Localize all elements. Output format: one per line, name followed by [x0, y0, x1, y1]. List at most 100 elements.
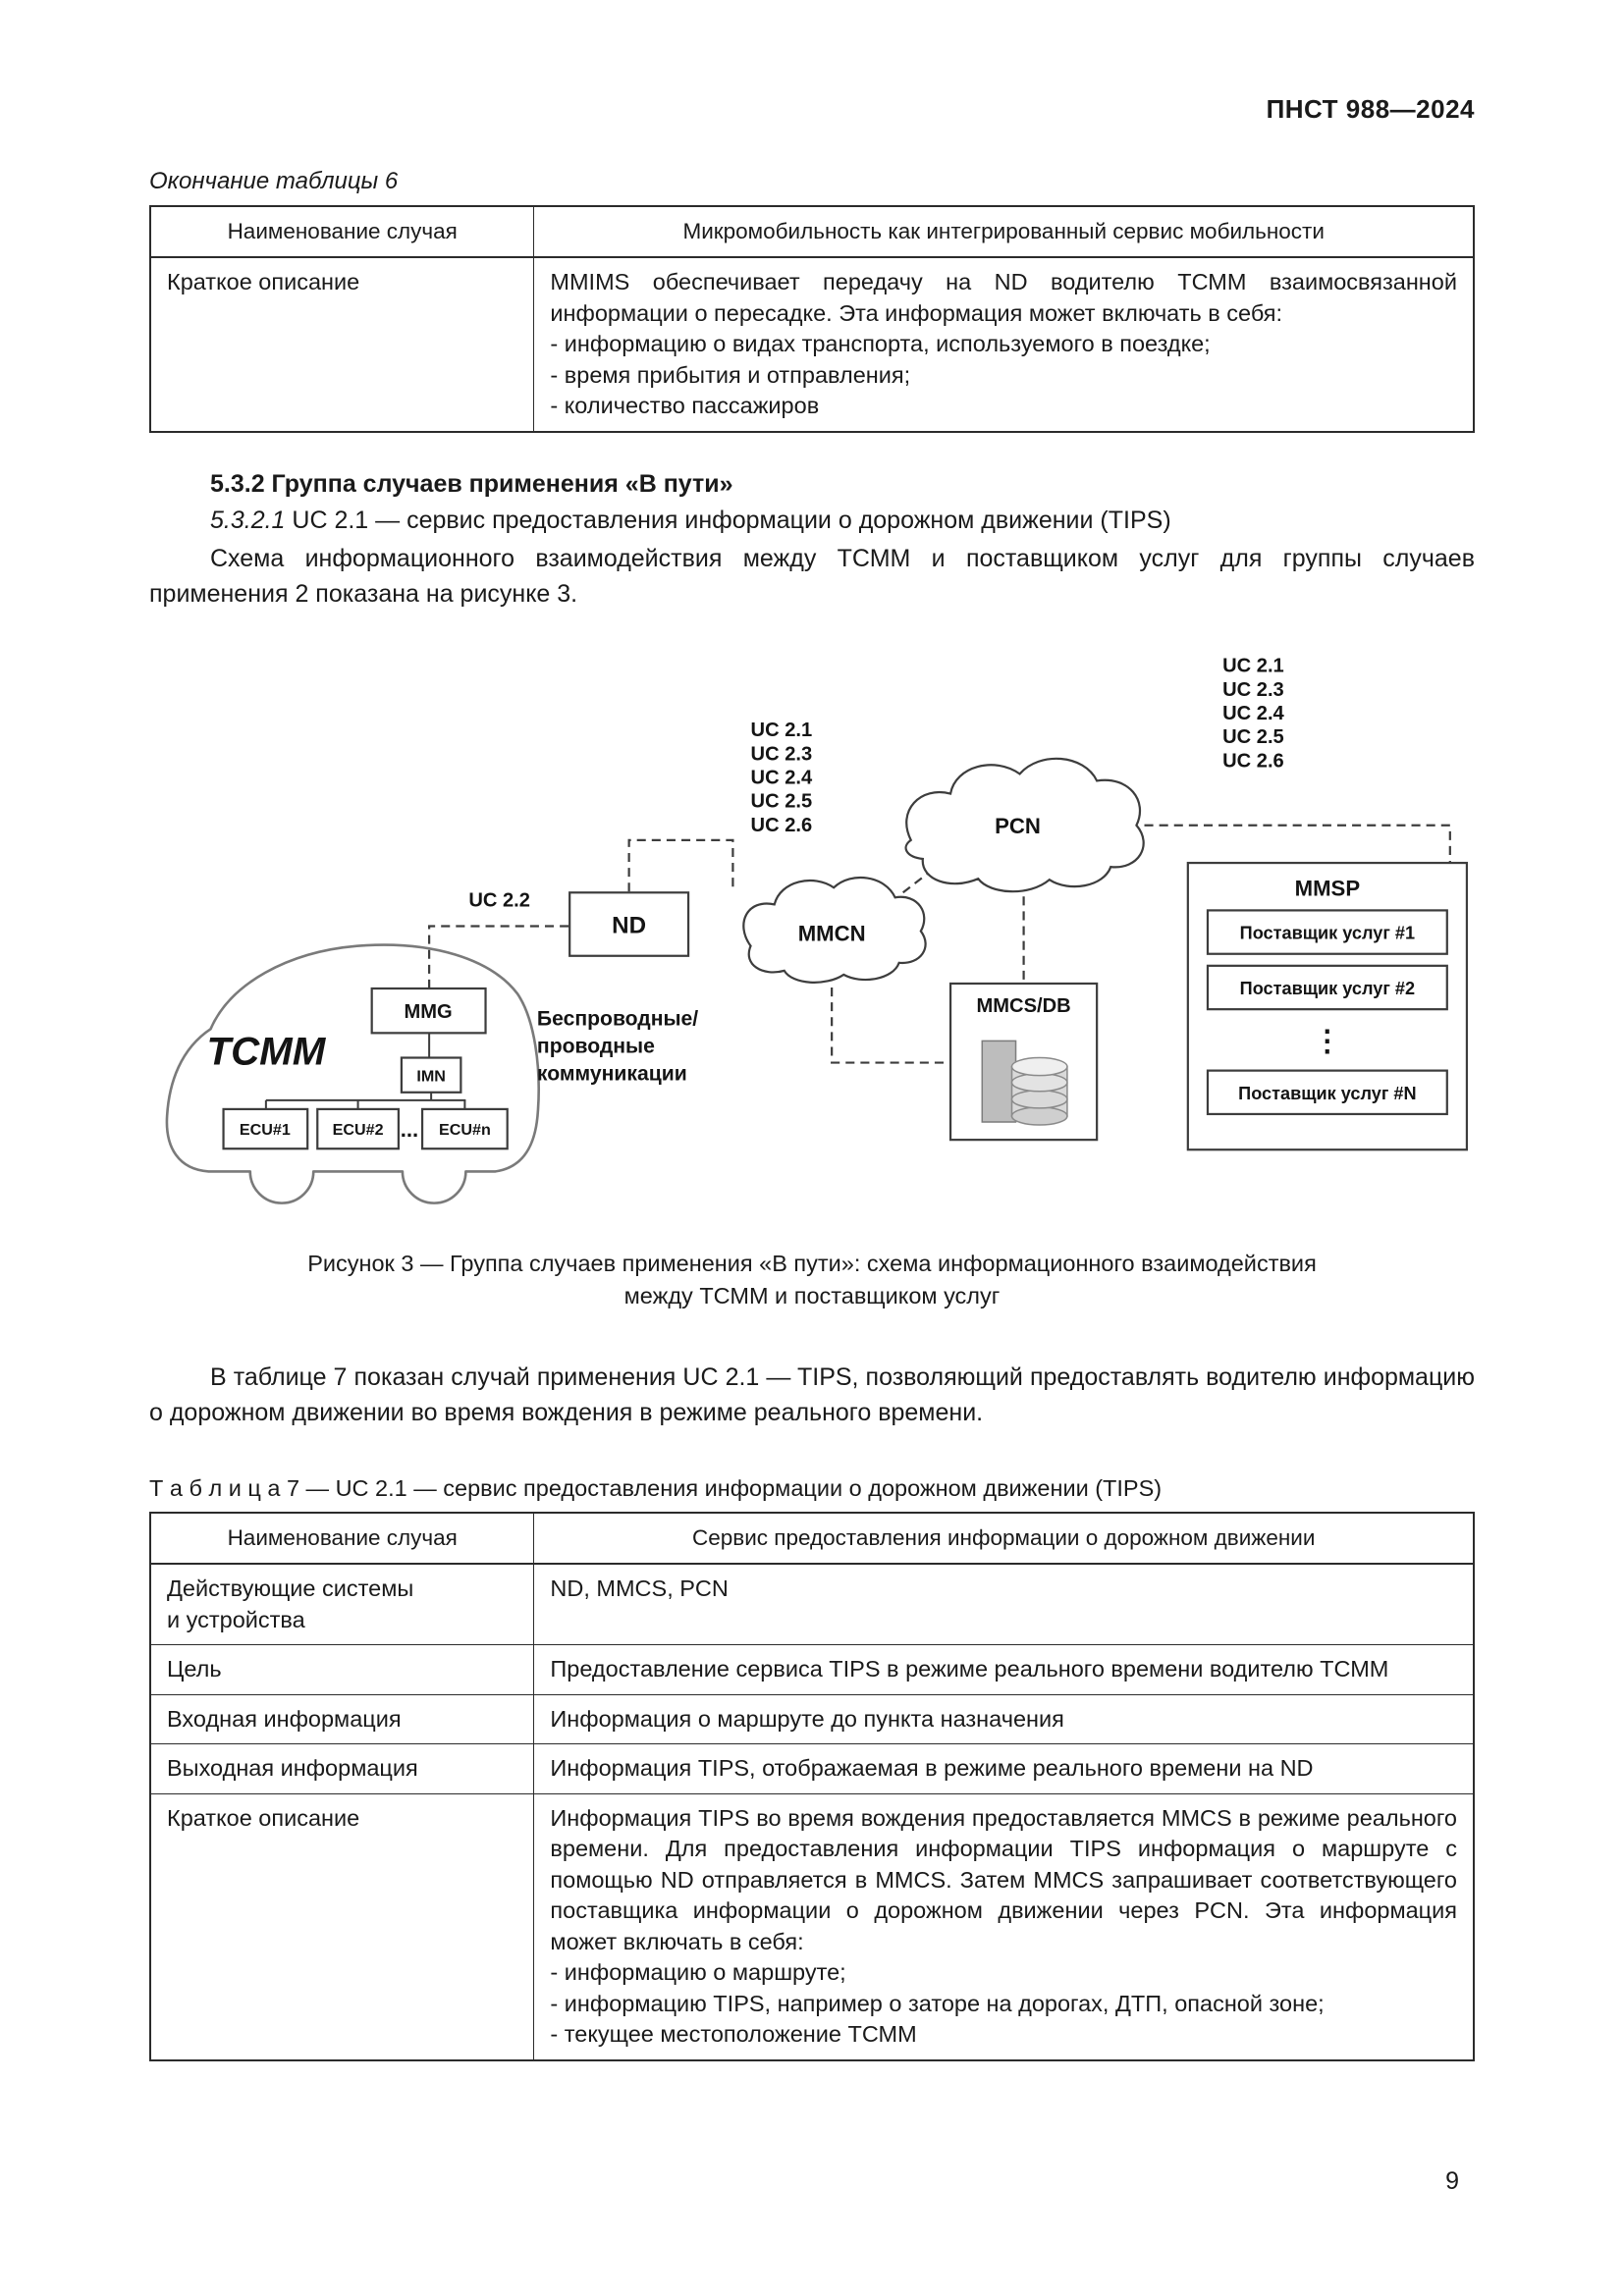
uc-label: UC 2.3 [1222, 678, 1284, 700]
table6: Наименование случая Микромобильность как… [149, 205, 1475, 433]
table7-title: Т а б л и ц а 7 — UC 2.1 — сервис предос… [149, 1475, 1163, 1502]
table7-row1-label: Действующие системы и устройства [149, 1563, 535, 1646]
mmg-label: MMG [405, 1001, 453, 1023]
database-icon [981, 1040, 1068, 1126]
table7-header-row: Наименование случая Сервис предоставлени… [149, 1512, 1475, 1566]
uc22-label: UC 2.2 [468, 889, 530, 911]
providerN-label: Поставщик услуг #N [1238, 1083, 1416, 1102]
ecu-ellipsis: ... [401, 1117, 418, 1142]
table7: Наименование случая Сервис предоставлени… [149, 1512, 1475, 2061]
providerN-box [1206, 1069, 1448, 1115]
uc-stack-mid: UC 2.1 UC 2.3 UC 2.4 UC 2.5 UC 2.6 [751, 720, 813, 836]
car-outline [165, 942, 540, 1204]
comms-note: Беспроводные/ проводные коммуникации [537, 1007, 698, 1085]
figure-caption: Рисунок 3 — Группа случаев применения «В… [149, 1248, 1475, 1313]
table7-col1-header: Наименование случая [149, 1512, 535, 1566]
uc-label: UC 2.5 [751, 790, 813, 812]
mmg-node: MMG [370, 987, 487, 1035]
ecun-label: ECU#n [439, 1121, 491, 1139]
paragraph-figure-intro: Схема информационного взаимодействия меж… [149, 544, 1475, 608]
table7-row1-text: ND, MMCS, PCN [533, 1563, 1475, 1646]
table7-row3-label: Входная информация [149, 1693, 535, 1745]
in-vehicle-links [264, 1032, 466, 1109]
provider2-label: Поставщик услуг #2 [1240, 979, 1415, 998]
provider2-box [1206, 964, 1448, 1010]
table6-header-row: Наименование случая Микромобильность как… [149, 205, 1475, 259]
db-disc [1010, 1056, 1068, 1076]
pcn-cloud [904, 757, 1145, 892]
link-nd-mmcn [627, 838, 734, 891]
nd-label: ND [612, 912, 646, 938]
table7-col2-header: Сервис предоставления информации о дорож… [533, 1512, 1475, 1566]
subclause-text: UC 2.1 — сервис предоставления информаци… [285, 506, 1171, 534]
imn-label: IMN [416, 1067, 446, 1085]
ecun-box [420, 1107, 509, 1149]
uc-label: UC 2.1 [1222, 655, 1284, 676]
table7-row2-text: Предоставление сервиса TIPS в режиме реа… [533, 1644, 1475, 1695]
link-mmcn-mmcsdb [831, 987, 950, 1064]
comms-note-line3: коммуникации [537, 1062, 687, 1085]
link-mmg-nd [428, 924, 569, 988]
uc-label: UC 2.3 [751, 743, 813, 765]
uc-label: UC 2.4 [751, 767, 813, 788]
uc-label: UC 2.4 [1222, 703, 1284, 724]
subclause-number: 5.3.2.1 [210, 506, 286, 534]
document-code-header: ПНСТ 988—2024 [1266, 94, 1475, 124]
mmcn-cloud [742, 876, 927, 984]
figure-3: UC 2.1 UC 2.3 UC 2.4 UC 2.5 UC 2.6 UC 2.… [149, 637, 1475, 1206]
table6-continuation-label: Окончание таблицы 6 [149, 168, 399, 194]
link-pcn-mmsp [1144, 824, 1451, 862]
table6-col1-header: Наименование случая [149, 205, 535, 259]
table7-row5-label: Краткое описание [149, 1792, 535, 2061]
table7-row3-text: Информация о маршруте до пункта назначен… [533, 1693, 1475, 1745]
mmg-box [370, 987, 487, 1035]
db-disc [1010, 1089, 1068, 1109]
section-heading-5-3-2: 5.3.2 Группа случаев применения «В пути» [210, 469, 733, 498]
page-number: 9 [1445, 2167, 1459, 2195]
mmsp-node: MMSP Поставщик услуг #1 Поставщик услуг … [1186, 861, 1469, 1150]
uc-label: UC 2.1 [751, 720, 813, 741]
nd-node: ND [568, 890, 690, 957]
ecu1-label: ECU#1 [240, 1121, 291, 1139]
comms-note-line1: Беспроводные/ [537, 1007, 698, 1030]
uc-label: UC 2.6 [751, 814, 813, 835]
table-row: Входная информация Информация о маршруте… [149, 1693, 1475, 1745]
paragraph-table-intro: В таблице 7 показан случай применения UC… [149, 1363, 1475, 1427]
nd-box [568, 890, 690, 957]
uc-label: UC 2.6 [1222, 750, 1284, 772]
table7-row5-text: Информация TIPS во время вождения предос… [533, 1792, 1475, 2061]
ecu2-box [316, 1107, 400, 1149]
figure-3-diagram: UC 2.1 UC 2.3 UC 2.4 UC 2.5 UC 2.6 UC 2.… [165, 655, 1469, 1204]
table-row: Краткое описание MMIMS обеспечивает пере… [149, 256, 1475, 433]
uc-stack-right: UC 2.1 UC 2.3 UC 2.4 UC 2.5 UC 2.6 [1222, 655, 1284, 772]
table6-col2-header: Микромобильность как интегрированный сер… [533, 205, 1475, 259]
page-content: ПНСТ 988—2024 Окончание таблицы 6 Наимен… [149, 0, 1475, 2061]
table7-row4-text: Информация TIPS, отображаемая в режиме р… [533, 1743, 1475, 1794]
ecu2-label: ECU#2 [333, 1121, 384, 1139]
pcn-label: PCN [995, 813, 1041, 837]
figure-caption-line2: между ТСММ и поставщиком услуг [623, 1282, 1001, 1308]
mmcsdb-node: MMCS/DB [948, 982, 1099, 1141]
table7-row2-label: Цель [149, 1644, 535, 1695]
table-row: Цель Предоставление сервиса TIPS в режим… [149, 1644, 1475, 1695]
table6-row-text: MMIMS обеспечивает передачу на ND водите… [533, 256, 1475, 433]
table-row: Выходная информация Информация TIPS, ото… [149, 1743, 1475, 1794]
provider1-box [1206, 908, 1448, 955]
imn-node: IMN [400, 1055, 462, 1094]
ecu-row: ECU#1 ECU#2 ... ECU#n [222, 1107, 509, 1149]
table-row: Краткое описание Информация TIPS во врем… [149, 1792, 1475, 2061]
server-tower [981, 1040, 1017, 1123]
mmcn-label: MMCN [798, 921, 866, 945]
mmcn-node: MMCN [742, 876, 927, 984]
mmcsdb-label: MMCS/DB [977, 995, 1071, 1017]
mmsp-label: MMSP [1295, 876, 1361, 900]
provider-ellipsis: ⋮ [1313, 1025, 1342, 1057]
ecu1-box [222, 1107, 309, 1149]
table-row: Действующие системы и устройства ND, MMC… [149, 1563, 1475, 1646]
pcn-node: PCN [904, 757, 1145, 892]
db-disc [1010, 1105, 1068, 1126]
figure-caption-line1: Рисунок 3 — Группа случаев применения «В… [307, 1250, 1317, 1276]
comms-note-line2: проводные [537, 1035, 655, 1057]
uc-label: UC 2.5 [1222, 726, 1284, 748]
